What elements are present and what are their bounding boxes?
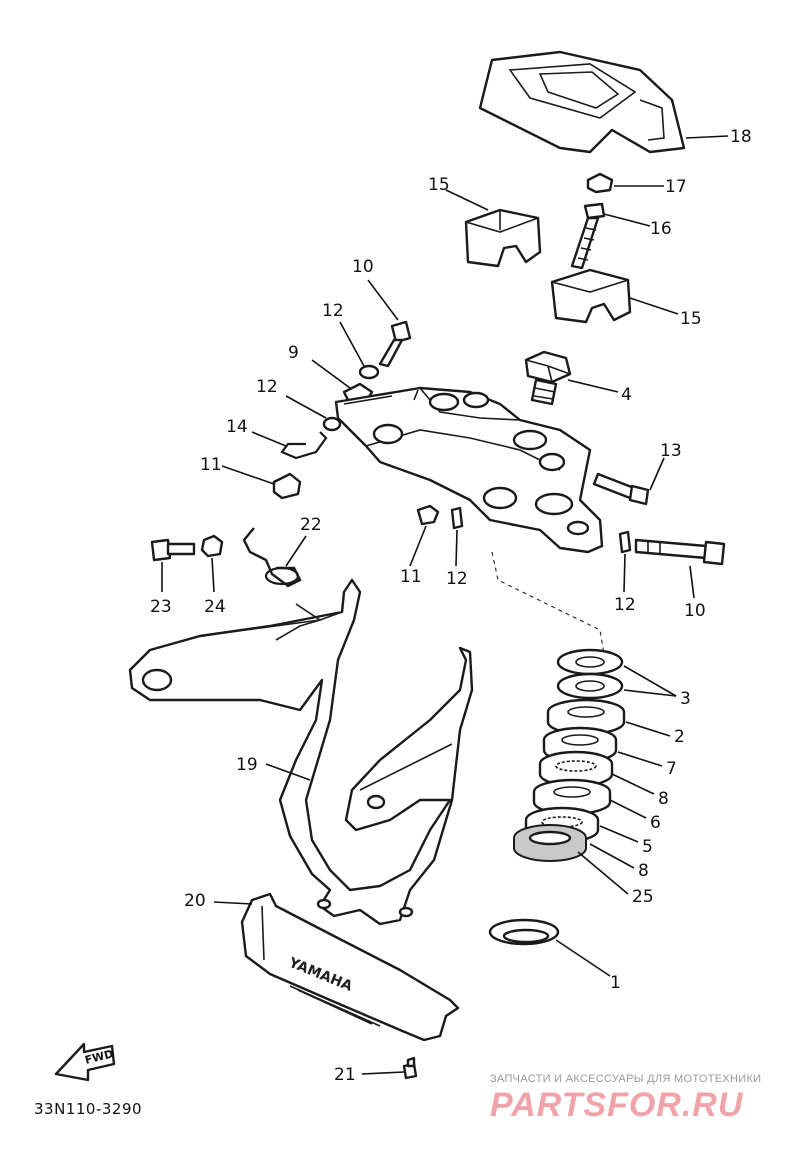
part-11-cap-nut <box>272 472 302 500</box>
callout-7: 7 <box>666 759 677 779</box>
callout-11b: 11 <box>400 567 422 587</box>
callout-12d: 12 <box>614 595 636 615</box>
part-4-stem-nut <box>524 350 572 406</box>
callout-4: 4 <box>621 385 632 405</box>
callout-15b: 15 <box>680 309 702 329</box>
callout-11a: 11 <box>200 455 222 475</box>
callout-12a: 12 <box>322 301 344 321</box>
part-12-washer-right <box>618 530 632 554</box>
callout-24: 24 <box>204 597 226 617</box>
callout-22: 22 <box>300 515 322 535</box>
part-22-clamp <box>242 527 302 588</box>
part-11-nut-lower <box>416 504 440 526</box>
callout-5: 5 <box>642 837 653 857</box>
callout-17: 17 <box>665 177 687 197</box>
part-20-cover: YAMAHA <box>240 892 460 1042</box>
fwd-arrow-icon: FWD <box>54 1042 116 1082</box>
callout-19: 19 <box>236 755 258 775</box>
part-17-nut <box>586 172 614 194</box>
part-18-handle-cover <box>478 50 686 154</box>
callout-8a: 8 <box>658 789 669 809</box>
part-10-bolt-lower <box>634 538 726 566</box>
alignment-line <box>491 551 605 655</box>
callout-23: 23 <box>150 597 172 617</box>
part-under-bracket <box>334 386 604 554</box>
part-14-clip <box>280 431 328 460</box>
part-12-washer-upper <box>358 364 380 380</box>
callout-10b: 10 <box>684 601 706 621</box>
part-12-washer-mid <box>322 416 342 432</box>
callout-21: 21 <box>334 1065 356 1085</box>
callout-25: 25 <box>632 887 654 907</box>
part-24-nut <box>200 534 224 558</box>
callout-3: 3 <box>680 689 691 709</box>
callout-20: 20 <box>184 891 206 911</box>
callout-14: 14 <box>226 417 248 437</box>
callout-6: 6 <box>650 813 661 833</box>
callout-16: 16 <box>650 219 672 239</box>
callout-10a: 10 <box>352 257 374 277</box>
callout-2: 2 <box>674 727 685 747</box>
callout-18: 18 <box>730 127 752 147</box>
part-21-screw <box>402 1056 418 1080</box>
part-1-seal <box>488 918 560 946</box>
part-19-headlight-stay <box>128 578 474 926</box>
callout-15a: 15 <box>428 175 450 195</box>
part-15-upper-holder-right <box>550 268 632 324</box>
part-15-upper-holder-left <box>464 208 542 268</box>
callout-13: 13 <box>660 441 682 461</box>
part-10-bolt-upper <box>378 320 412 368</box>
callout-9: 9 <box>288 343 299 363</box>
callout-1: 1 <box>610 973 621 993</box>
part-12-washer-lower <box>450 506 464 530</box>
part-13-bolt <box>592 472 650 506</box>
callout-12c: 12 <box>446 569 468 589</box>
callout-8b: 8 <box>638 861 649 881</box>
part-stack-bearings <box>513 648 626 862</box>
diagram-code: 33N110-3290 <box>34 1100 143 1118</box>
callout-12b: 12 <box>256 377 278 397</box>
watermark-logo: PARTSFOR.RU <box>490 1086 744 1124</box>
part-23-bolt <box>150 538 196 562</box>
watermark-tagline: ЗАПЧАСТИ И АКСЕССУАРЫ ДЛЯ МОТОТЕХНИКИ <box>490 1073 762 1085</box>
part-16-bolt <box>570 202 606 270</box>
